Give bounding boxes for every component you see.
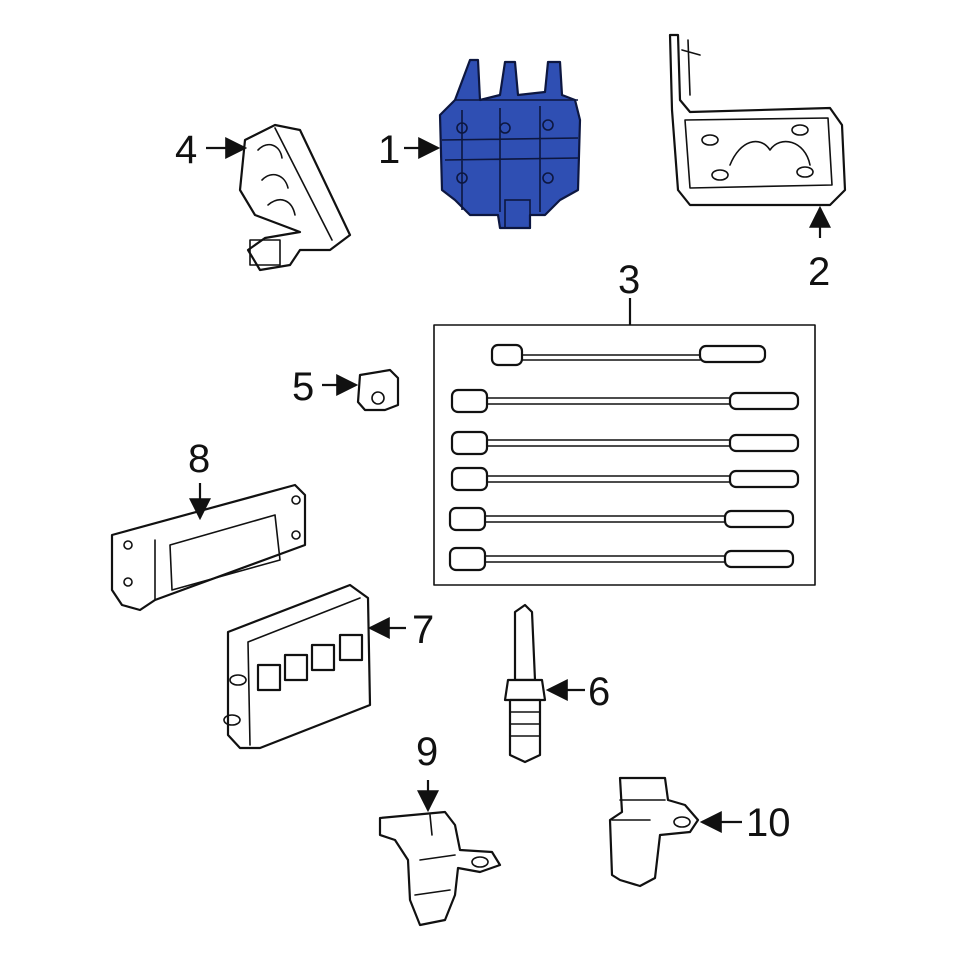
wire-1 xyxy=(490,343,767,367)
wire-6 xyxy=(448,546,795,572)
callout-labels: 1 2 3 4 5 6 7 8 9 10 xyxy=(175,128,830,845)
wire-set-frame xyxy=(433,324,816,586)
part-8-module-bracket[interactable] xyxy=(110,483,307,612)
wire-2 xyxy=(450,388,800,414)
part-9-camshaft-sensor[interactable] xyxy=(378,810,502,927)
callout-8: 8 xyxy=(188,437,210,481)
wire-4 xyxy=(450,466,800,492)
part-5-grommet[interactable] xyxy=(356,368,400,412)
callout-9: 9 xyxy=(416,730,438,774)
part-2-coil-bracket[interactable] xyxy=(668,33,847,207)
part-1-ignition-coil[interactable] xyxy=(438,58,582,230)
part-4-wire-retainer[interactable] xyxy=(238,123,352,272)
part-6-spark-plug[interactable] xyxy=(503,603,547,764)
part-10-crankshaft-sensor[interactable] xyxy=(608,776,700,888)
callout-7: 7 xyxy=(412,608,434,652)
wire-3 xyxy=(450,430,800,456)
callout-2: 2 xyxy=(808,250,830,294)
part-3-spark-plug-wire-set[interactable] xyxy=(433,324,816,586)
leader-lines xyxy=(189,137,831,833)
callout-3: 3 xyxy=(618,258,640,302)
part-7-engine-control-module[interactable] xyxy=(223,583,372,750)
callout-5: 5 xyxy=(292,365,314,409)
callout-6: 6 xyxy=(588,670,610,714)
callout-4: 4 xyxy=(175,128,197,172)
callout-1: 1 xyxy=(378,128,400,172)
wire-5 xyxy=(448,506,795,532)
callout-10: 10 xyxy=(746,801,791,845)
